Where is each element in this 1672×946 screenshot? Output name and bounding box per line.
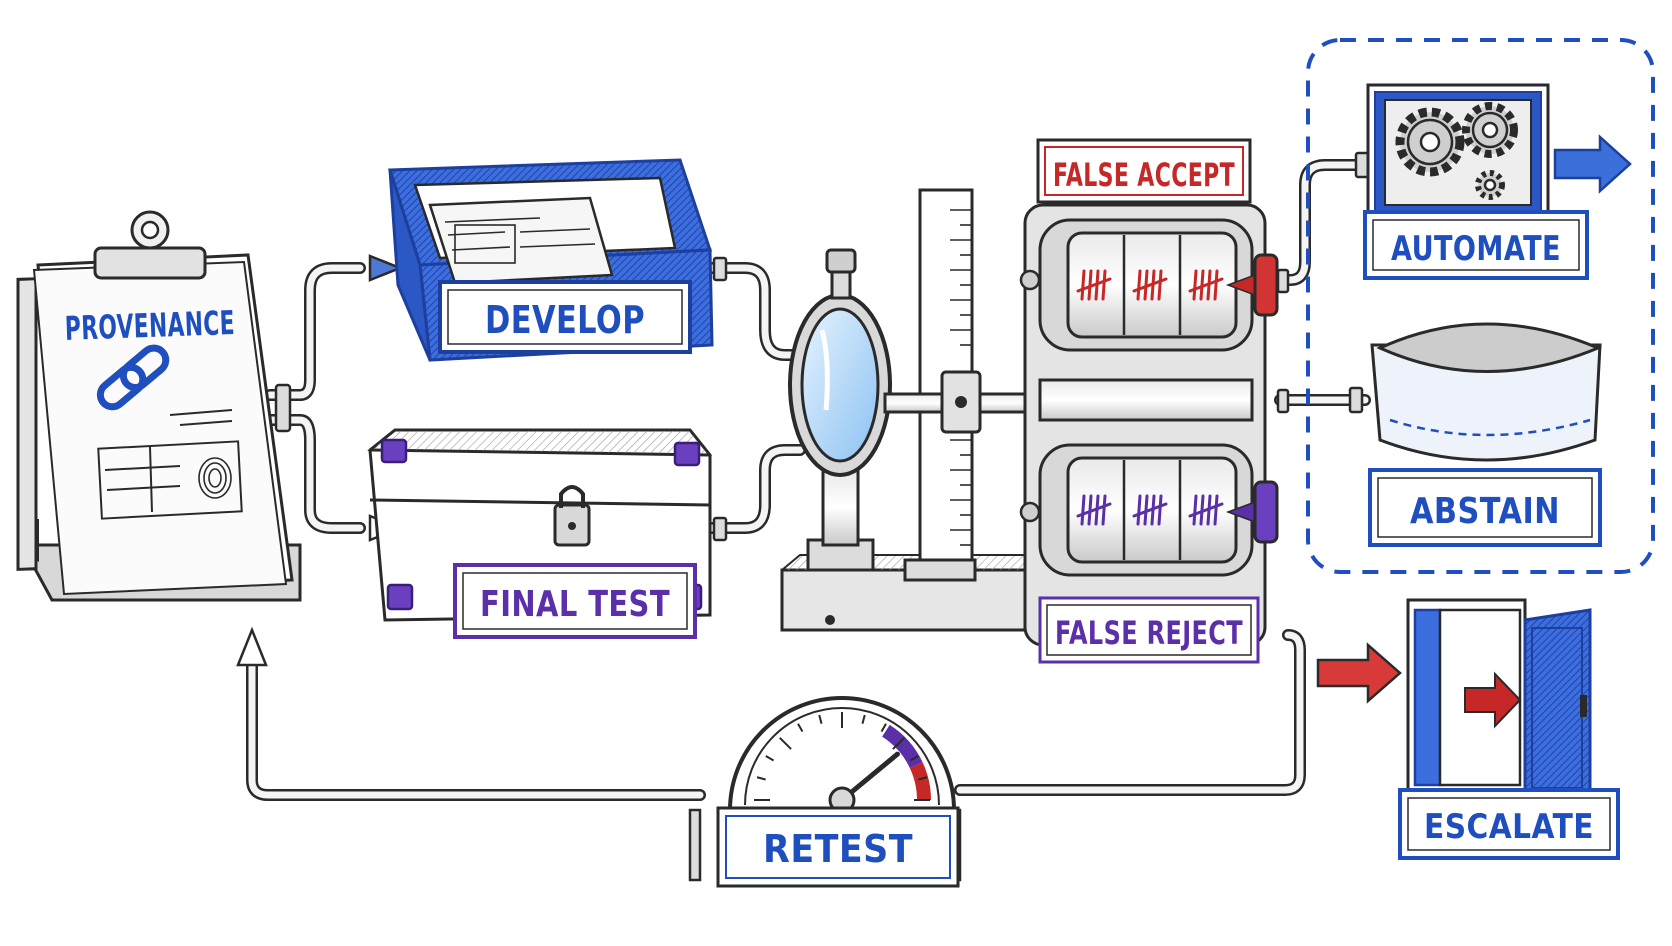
escalate-station[interactable]: ESCALATE (1398, 598, 1620, 860)
retest-station[interactable]: RETEST (688, 696, 962, 888)
develop-tray[interactable]: DEVELOP (387, 158, 714, 362)
gears-icon (1395, 102, 1518, 200)
gauge-tick (765, 755, 775, 762)
tally-strike (1076, 277, 1112, 293)
tally-strike (1076, 502, 1112, 518)
red-arrow-to-escalate-icon (1316, 642, 1402, 704)
tally-mark (1192, 269, 1198, 301)
gauge-tick (797, 723, 804, 733)
gauge-tick (756, 776, 766, 781)
provenance-clipboard[interactable]: PROVENANCE (16, 210, 302, 602)
tally-strike (1132, 502, 1168, 518)
tally-counter: FALSE ACCEPT FALSE REJECT (1019, 138, 1279, 664)
gauge-tick (918, 776, 928, 781)
gauge-tick (892, 737, 905, 750)
gauge-red-zone (909, 762, 931, 801)
tally-mark (1213, 494, 1219, 526)
clip-icon (93, 210, 207, 280)
provenance-label: PROVENANCE (64, 303, 235, 348)
abstain-station[interactable]: ABSTAIN (1368, 322, 1602, 547)
false-accept-drum (1038, 218, 1279, 352)
pipes (246, 151, 1371, 801)
fingerprint-icon (198, 457, 232, 499)
gauge-tick (779, 737, 792, 750)
tally-mark (1101, 269, 1107, 301)
escalate-label: ESCALATE (1424, 807, 1594, 847)
abstain-label: ABSTAIN (1410, 491, 1560, 532)
false-accept-label: FALSE ACCEPT (1053, 156, 1235, 194)
inspector-station (780, 188, 1037, 632)
arrow-to-develop-icon (368, 254, 404, 282)
gauge-tick (880, 723, 887, 733)
final-test-label: FINAL TEST (480, 584, 670, 625)
padlock-icon (553, 485, 591, 547)
arrow-up-to-provenance-icon (236, 626, 268, 667)
chain-link-icon (96, 344, 170, 411)
tally-mark (1157, 269, 1163, 301)
tally-mark (1101, 494, 1107, 526)
tally-mark (1080, 494, 1086, 526)
tally-mark (1136, 494, 1142, 526)
tally-strike (1132, 277, 1168, 293)
tally-mark (1157, 494, 1163, 526)
auto-abstain-group (1306, 38, 1655, 574)
tally-mark (1136, 269, 1142, 301)
automate-label: AUTOMATE (1391, 229, 1561, 269)
tally-mark (1213, 269, 1219, 301)
gauge-tick (861, 714, 866, 724)
magnifier-icon (788, 248, 892, 477)
gauge-tick (818, 714, 823, 724)
false-reject-drum (1038, 443, 1279, 577)
retest-label: RETEST (763, 827, 913, 871)
develop-label: DEVELOP (485, 298, 645, 342)
gauge-tick (909, 755, 919, 762)
flow-arrows (236, 134, 1632, 704)
tally-strike (1188, 277, 1224, 293)
final-test-case[interactable]: FINAL TEST (367, 428, 713, 639)
blue-arrow-automate-icon (1553, 134, 1632, 194)
tally-strike (1188, 502, 1224, 518)
false-reject-label: FALSE REJECT (1055, 614, 1243, 652)
tally-mark (1080, 269, 1086, 301)
open-door-icon (1523, 608, 1592, 802)
gauge-icon (727, 696, 957, 814)
automate-station[interactable]: AUTOMATE (1363, 83, 1589, 280)
escalate-inner-arrow-icon (1464, 671, 1522, 729)
ruler-icon (903, 188, 977, 582)
tally-mark (1192, 494, 1198, 526)
